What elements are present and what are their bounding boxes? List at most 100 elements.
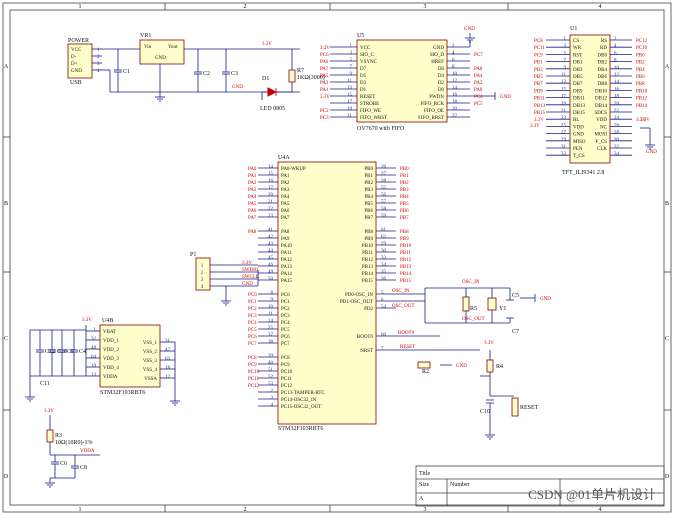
u1-gnd-label: GND bbox=[646, 150, 657, 155]
u4a-left-pin: PA11 bbox=[281, 251, 292, 256]
cap-c2-label: C2 bbox=[203, 71, 210, 77]
xtal-osc-out: OSC_OUT bbox=[462, 317, 485, 322]
u4a-left-pin: PC11 bbox=[281, 377, 292, 382]
u1-rail-l: 3.3V bbox=[530, 124, 540, 129]
u1-left-num: 9 bbox=[564, 66, 567, 71]
frame-col-label: 3 bbox=[424, 4, 427, 10]
p1-pin-num: 2 bbox=[201, 271, 204, 276]
led-name: LED 0805 bbox=[260, 106, 285, 112]
u4a-left-pin: PA15 bbox=[281, 279, 292, 284]
u4a-right-pin: PB10 bbox=[362, 244, 374, 249]
u1-right-pin: DB14 bbox=[595, 104, 607, 109]
cap-c8-label: C8 bbox=[80, 465, 87, 471]
u4a-left-net: PA3 bbox=[248, 188, 257, 193]
u4a-left-num: 24 bbox=[268, 319, 274, 324]
u4a-left-pin: PA7 bbox=[281, 216, 290, 221]
u4a-left-pin: PA0-WKUP bbox=[281, 167, 306, 172]
u1-left-num: 3 bbox=[564, 44, 567, 49]
u5-right-num: 20 bbox=[452, 107, 458, 112]
u1-right-net: PB10 bbox=[636, 89, 648, 94]
u1-right-num: 4 bbox=[614, 44, 617, 49]
u1-left-pin: DB7 bbox=[573, 82, 583, 87]
u4a-right-pin: PB8 bbox=[364, 230, 373, 235]
u1-left-net: PB3 bbox=[534, 68, 543, 73]
u4a-left-pin: PA14 bbox=[281, 272, 292, 277]
title-label: Title bbox=[419, 471, 430, 477]
u4a-left-net: PC2 bbox=[248, 307, 257, 312]
u4a-right-pin: PD0-OSC_IN bbox=[345, 293, 373, 298]
u4a-left-num: 20 bbox=[268, 193, 274, 198]
u5-right-pin: FIFO_OE bbox=[424, 109, 444, 114]
p1-net: SWDIO bbox=[242, 268, 259, 273]
u4b-right-num: 31 bbox=[165, 339, 171, 344]
u5-right-num: 16 bbox=[452, 93, 458, 98]
u4b-left-pin: VBAT bbox=[103, 330, 116, 335]
u4b-right-num: 18 bbox=[165, 366, 171, 371]
u5-name: OV7670 with FIFO bbox=[357, 126, 405, 132]
u4b-left-pin: VDD_2 bbox=[103, 348, 119, 353]
u1-rail-r: 3.3V bbox=[640, 118, 650, 123]
u1-left-net: PB9 bbox=[534, 89, 543, 94]
u5-body bbox=[356, 39, 448, 123]
u1-right-pin: DB0 bbox=[598, 53, 608, 58]
u4a-left-num: 10 bbox=[268, 305, 274, 310]
u4a-left-num: 23 bbox=[268, 214, 274, 219]
u4a-left-num: 14 bbox=[268, 165, 274, 170]
frame-row-label: D bbox=[665, 474, 670, 480]
p1-pin-num: 4 bbox=[201, 285, 204, 290]
u4b-right-pin: VSS_3 bbox=[143, 359, 158, 364]
u4a-left-num: 17 bbox=[268, 186, 274, 191]
u4a-left-num: 40 bbox=[268, 361, 274, 366]
r3-val: 10Ω(10R0)-1% bbox=[55, 439, 92, 446]
u4a-right-num: 29 bbox=[381, 242, 387, 247]
reset-switch bbox=[511, 397, 519, 417]
u4a-right-num: 54 bbox=[381, 305, 387, 310]
u1-right-net: 3.3V bbox=[636, 118, 646, 123]
u4b-name: STM32F103RBT6 bbox=[100, 390, 145, 396]
u4a-left-num: 39 bbox=[268, 354, 274, 359]
u4a-right-num: 57 bbox=[381, 200, 387, 205]
u4a-right-num: 60 bbox=[381, 333, 387, 338]
u1-left-num: 25 bbox=[561, 123, 567, 128]
u5-left-net: PA6 bbox=[320, 60, 329, 65]
u5-gnd2-label: GND bbox=[500, 95, 511, 100]
u4a-right-pin: PB13 bbox=[362, 265, 374, 270]
u4a-left-pin: PC15-OSC32_OUT bbox=[281, 405, 321, 410]
u5-left-num: 11 bbox=[347, 79, 352, 84]
u4a-right-num: 59 bbox=[381, 214, 387, 219]
u1-left-num: 17 bbox=[561, 95, 567, 100]
frame-col-label: 4 bbox=[599, 4, 602, 10]
u1-left-pin: GND bbox=[573, 133, 584, 138]
u4a-left-num: 43 bbox=[268, 242, 274, 247]
u1-left-num: 13 bbox=[561, 80, 567, 85]
frame-inner bbox=[9, 9, 665, 506]
u1-left-net: PB15 bbox=[534, 111, 546, 116]
u4a-right-net: PB0 bbox=[400, 167, 409, 172]
u4a-left-num: 45 bbox=[268, 256, 274, 261]
r7-ref: R7 bbox=[297, 68, 304, 74]
u4b-left-num: 13 bbox=[91, 373, 97, 378]
u4a-left-num: 8 bbox=[271, 291, 274, 296]
u1-right-pin: F_CS bbox=[596, 140, 608, 145]
u4a-left-pin: PC7 bbox=[281, 342, 290, 347]
u5-left-pin: RESET bbox=[360, 95, 375, 100]
u4a-right-net: PB10 bbox=[400, 244, 412, 249]
p1-net: 3.3V bbox=[242, 261, 252, 266]
u1-left-pin: PEN bbox=[573, 147, 583, 152]
u4a-left-pin: PA9 bbox=[281, 237, 290, 242]
u4a-left-net: PA8 bbox=[248, 230, 257, 235]
u4a-left-num: 15 bbox=[268, 172, 274, 177]
u4b-left-pin: VDD_4 bbox=[103, 366, 119, 371]
u5-left-pin: D3 bbox=[360, 81, 367, 86]
u5-right-pin: FIFO_RCK bbox=[420, 102, 444, 107]
u4b-right-pin: VSS_4 bbox=[143, 368, 158, 373]
u4a-right-pin: NRST bbox=[360, 349, 373, 354]
usb-pin-number: 3 bbox=[97, 62, 100, 67]
power-gnd-label: GND bbox=[232, 85, 243, 90]
u4b-rail: 3.3V bbox=[82, 318, 92, 323]
u1-right-pin: VDD bbox=[596, 118, 607, 123]
u4b-body bbox=[99, 324, 161, 388]
u1-right-num: 12 bbox=[614, 73, 620, 78]
frame-row-label: A bbox=[4, 64, 9, 70]
u4a-left-net: PC11 bbox=[248, 377, 259, 382]
